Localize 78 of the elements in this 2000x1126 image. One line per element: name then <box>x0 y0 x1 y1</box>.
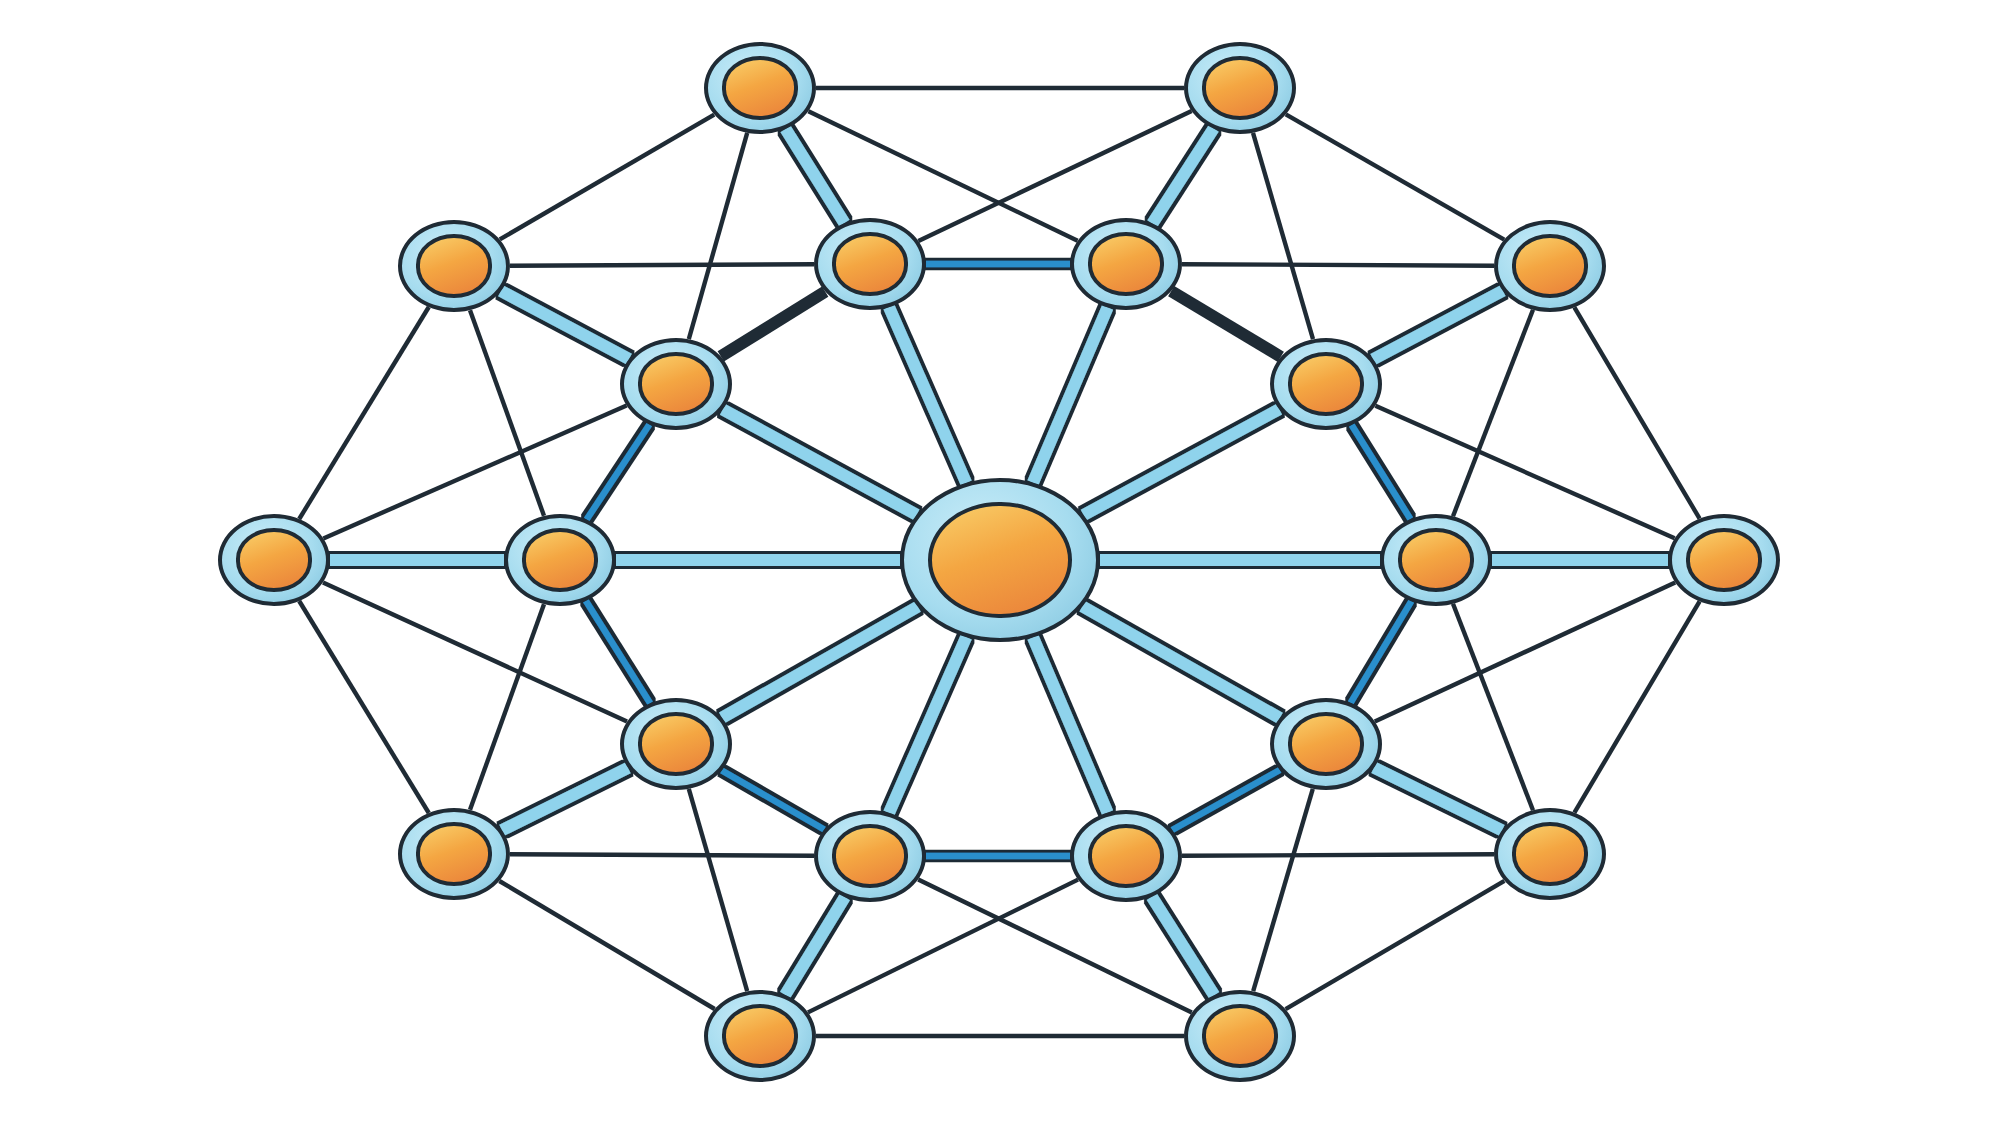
connector-line <box>807 109 1079 243</box>
connector-line <box>467 603 547 811</box>
connector-line <box>1079 601 1283 724</box>
connector-line <box>1348 423 1414 521</box>
connector-line <box>1170 767 1282 833</box>
connector-line <box>498 112 716 242</box>
connector-line <box>686 788 750 992</box>
connector-line <box>1572 600 1702 814</box>
network-node <box>1070 810 1182 902</box>
connector-line <box>1374 403 1676 541</box>
connector-line <box>1147 125 1219 227</box>
connector-line <box>1370 285 1506 365</box>
connector-line <box>583 599 653 705</box>
network-node <box>704 42 816 134</box>
connector-line <box>498 285 632 365</box>
connector-line <box>1168 286 1284 362</box>
network-node <box>1184 990 1296 1082</box>
connector-line <box>717 286 829 362</box>
network-node <box>1494 808 1606 900</box>
connector-line <box>1284 878 1506 1012</box>
connector-line <box>510 852 814 858</box>
connector-line <box>499 762 631 836</box>
connector-line <box>1492 554 1668 566</box>
connector-line <box>1347 599 1415 705</box>
connector-line <box>1450 309 1536 517</box>
connector-line <box>467 309 547 517</box>
network-node <box>620 698 732 790</box>
connector-line <box>780 125 850 227</box>
network-node <box>398 220 510 312</box>
connector-line <box>616 554 900 566</box>
connector-line <box>917 109 1193 243</box>
connector-line <box>1284 112 1506 242</box>
connector-line <box>510 262 814 268</box>
network-node <box>1070 218 1182 310</box>
connector-line <box>720 767 826 833</box>
connector-line <box>1251 788 1315 992</box>
connector-line <box>322 403 628 541</box>
network-node <box>620 338 732 430</box>
network-node <box>1668 514 1780 606</box>
connector-line <box>1373 580 1677 724</box>
connector-line <box>1027 305 1114 485</box>
connector-line <box>1182 852 1494 858</box>
connector-line <box>1572 306 1702 520</box>
connector-line <box>686 132 750 340</box>
network-node <box>1270 338 1382 430</box>
connector-line <box>1146 893 1220 999</box>
network-node <box>398 808 510 900</box>
connector-line <box>322 580 628 724</box>
network-node <box>814 810 926 902</box>
connector-line <box>816 85 1184 91</box>
connector-line <box>917 877 1193 1015</box>
connector-line <box>1250 132 1316 340</box>
connector-line <box>807 877 1079 1015</box>
connector-line <box>883 634 972 816</box>
connector-line <box>719 601 921 724</box>
connector-line <box>883 304 972 486</box>
network-node <box>218 514 330 606</box>
network-node <box>1184 42 1296 134</box>
connector-line <box>330 554 504 566</box>
connector-line <box>1027 635 1114 815</box>
connector-line <box>1371 762 1505 836</box>
connector-line <box>1450 603 1536 811</box>
connector-line <box>1182 262 1494 268</box>
network-node <box>1494 220 1606 312</box>
connector-line <box>926 260 1070 268</box>
connector-line <box>297 305 431 521</box>
connector-line <box>719 404 920 521</box>
connector-line <box>1080 403 1283 521</box>
connector-line <box>926 852 1070 860</box>
connector-line <box>816 1033 1184 1039</box>
network-node <box>704 990 816 1082</box>
network-node <box>814 218 926 310</box>
connector-line <box>780 894 850 998</box>
connector-line <box>583 422 653 522</box>
connector-line <box>297 599 431 815</box>
connector-line <box>1100 554 1380 566</box>
network-node <box>1270 698 1382 790</box>
connector-line <box>498 879 716 1011</box>
